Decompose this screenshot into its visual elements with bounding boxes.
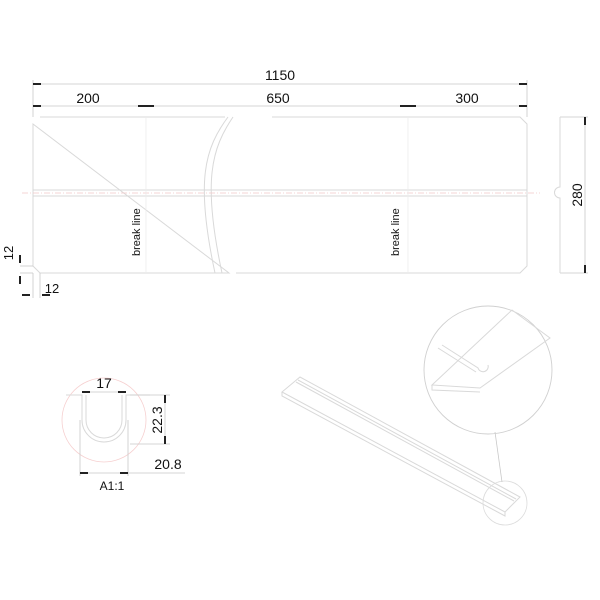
dim-overall-length: 1150 xyxy=(265,67,295,83)
dimension-lines xyxy=(19,80,588,298)
break-curve xyxy=(203,116,234,274)
top-view: break line break line xyxy=(22,116,540,274)
dim-right-segment: 300 xyxy=(455,90,479,106)
dim-middle-segment: 650 xyxy=(266,90,290,106)
isometric-view xyxy=(281,305,553,526)
break-line-left-label: break line xyxy=(131,208,143,256)
detail-groove-depth: 22.3 xyxy=(149,406,165,433)
dim-left-segment: 200 xyxy=(76,90,100,106)
break-line-right-label: break line xyxy=(390,208,402,256)
detail-scale-label: A1:1 xyxy=(100,479,125,493)
dim-corner-horizontal: 12 xyxy=(45,281,59,296)
detail-outer-width: 20.8 xyxy=(154,456,181,472)
detail-groove-width: 17 xyxy=(96,375,112,391)
detail-view-a xyxy=(61,377,185,476)
dim-corner-vertical: 12 xyxy=(1,246,16,260)
panel-outline xyxy=(32,116,528,274)
dim-height: 280 xyxy=(569,183,585,207)
